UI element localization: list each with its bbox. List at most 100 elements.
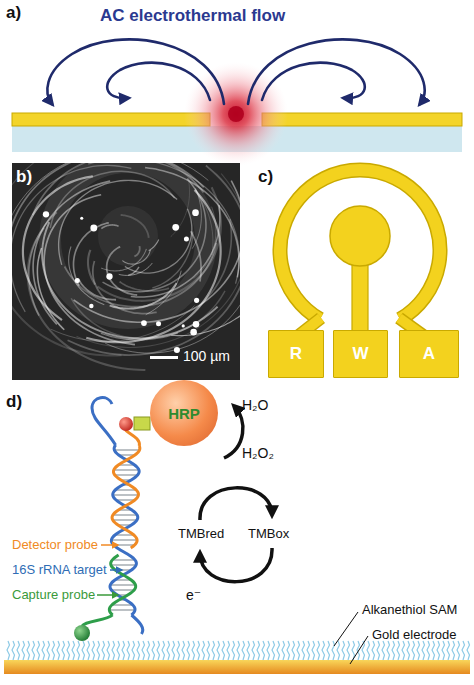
sam-molecule [107, 641, 110, 660]
gold-electrode [4, 660, 470, 674]
sam-molecule [67, 641, 70, 660]
sam-molecule [322, 641, 325, 660]
redox-arrow [200, 488, 272, 520]
panel-label: c) [258, 168, 273, 187]
panel-b [0, 136, 254, 380]
sam-molecule [242, 641, 245, 660]
particle-streak [101, 333, 178, 340]
sam-molecule [92, 641, 95, 660]
sam-molecule [457, 641, 460, 660]
thiol-anchor [74, 625, 90, 641]
leader-line [350, 636, 368, 664]
working-electrode [330, 206, 390, 266]
sam-molecule [427, 641, 430, 660]
particle-streak [134, 246, 139, 256]
electrode-shadow [50, 163, 206, 318]
sam-molecule [197, 641, 200, 660]
particle-streak [68, 166, 240, 355]
particle-streak [121, 215, 149, 238]
linker [134, 417, 150, 430]
base-pair [110, 584, 135, 585]
part-label: Alkanethiol SAM [362, 603, 457, 617]
sam-molecule [42, 641, 45, 660]
flow-arrow [107, 63, 210, 100]
chemical-label: TMBred [178, 527, 224, 541]
sam-molecule [7, 641, 10, 660]
particle-streak [149, 240, 159, 251]
sam-molecule [462, 641, 465, 660]
particle-streak [51, 306, 195, 342]
sam-molecule [432, 641, 435, 660]
particle [89, 304, 93, 308]
contact-pad: A [399, 330, 459, 378]
sam-molecule [332, 641, 335, 660]
sam-molecule [32, 641, 35, 660]
sam-molecule [17, 641, 20, 660]
panel-title: AC electrothermal flow [100, 7, 285, 26]
flow-arrow [248, 39, 425, 104]
sam-molecule [277, 641, 280, 660]
particle-streak [97, 187, 221, 301]
panel-label: a) [6, 4, 21, 23]
sam-molecule [307, 641, 310, 660]
panel-label: d) [6, 393, 22, 412]
electrode-stem [352, 260, 368, 334]
particle [172, 224, 179, 231]
particle-streak [199, 219, 232, 306]
sam-molecule [87, 641, 90, 660]
sam-molecule [327, 641, 330, 660]
particle-streak [122, 250, 150, 264]
sam-molecule [312, 641, 315, 660]
pointer [97, 594, 118, 596]
sam-molecule [267, 641, 270, 660]
sam-molecule [187, 641, 190, 660]
sam-molecule [137, 641, 140, 660]
sam-molecule [407, 641, 410, 660]
sam-molecule [142, 641, 145, 660]
particle [190, 329, 197, 336]
sam-molecule [122, 641, 125, 660]
particle-streak [73, 223, 108, 286]
particle-streak [194, 207, 216, 279]
base-pair [115, 489, 136, 490]
sam-molecule [147, 641, 150, 660]
sam-molecule [317, 641, 320, 660]
sam-molecule [37, 641, 40, 660]
electrode-shadow [98, 206, 158, 266]
particle [194, 298, 199, 303]
chemical-label: TMBox [248, 527, 289, 541]
sam-molecule [262, 641, 265, 660]
capture-strand [109, 555, 135, 615]
contact-pad: W [333, 330, 388, 378]
pointer [110, 569, 122, 571]
sam-molecule [157, 641, 160, 660]
particle-streak [171, 304, 240, 335]
sam-molecule [452, 641, 455, 660]
base-pair [114, 449, 139, 450]
probe-label: Detector probe [12, 538, 98, 552]
sam-molecule [337, 641, 340, 660]
particle [156, 321, 161, 326]
sam-molecule [347, 641, 350, 660]
sam-molecule [77, 641, 80, 660]
sam-molecule [272, 641, 275, 660]
sam-molecule [27, 641, 30, 660]
sam-molecule [287, 641, 290, 660]
sam-molecule [217, 641, 220, 660]
base-pair [115, 474, 138, 475]
node-text: HRP [168, 405, 200, 422]
probe-label: 16S rRNA target [12, 563, 107, 577]
sam-molecule [202, 641, 205, 660]
sam-molecule [422, 641, 425, 660]
heat-glow [184, 62, 288, 166]
base-pair [113, 494, 139, 495]
sam-molecule [342, 641, 345, 660]
node-text: R [290, 344, 302, 364]
particle-streak [71, 291, 225, 339]
detector-strand [112, 446, 140, 548]
sam-molecule [397, 641, 400, 660]
scale-bar [150, 356, 178, 359]
pointer [101, 544, 118, 546]
flow-arrow [262, 63, 365, 100]
sam-molecule [162, 641, 165, 660]
